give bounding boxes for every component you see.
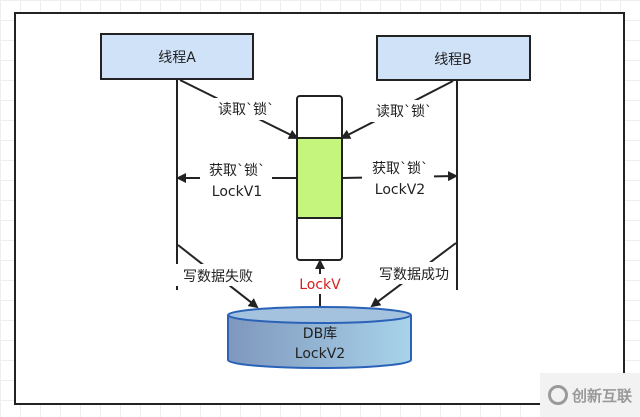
acquire-version-a-label: LockV1 — [212, 184, 262, 200]
thread-b-box — [376, 35, 531, 81]
acquire-version-b-label: LockV2 — [375, 182, 425, 198]
db-name: DB库 — [303, 326, 337, 342]
read-lock-b-label: 读取`锁` — [376, 103, 432, 120]
db-version: LockV2 — [295, 346, 345, 362]
acquire-lock-a-label: 获取`锁` — [209, 163, 265, 179]
write-fail-label: 写数据失败 — [183, 269, 253, 285]
thread-a-label: 线程A — [158, 50, 196, 66]
write-success-label: 写数据成功 — [379, 267, 449, 283]
acquire-lock-b-label: 获取`锁` — [372, 161, 428, 177]
thread-a-box — [100, 33, 254, 80]
thread-b-label: 线程B — [434, 52, 472, 68]
watermark: 创新互联 — [540, 373, 640, 417]
db-cylinder — [227, 306, 412, 369]
read-lock-a-label: 读取`锁` — [218, 101, 274, 118]
watermark-text: 创新互联 — [571, 386, 632, 405]
lock-version-label: LockV — [299, 277, 341, 293]
lock-green-segment — [296, 137, 343, 219]
watermark-logo-icon — [547, 385, 568, 405]
